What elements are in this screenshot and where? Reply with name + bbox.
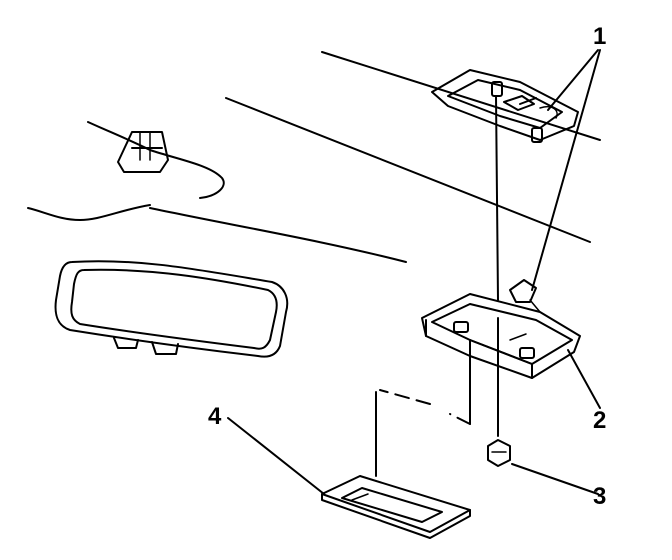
callout-1: 1: [593, 23, 606, 50]
console-bracket: [421, 293, 581, 379]
headliner-lines: [27, 51, 601, 263]
lamp-lens: [321, 475, 471, 539]
leader-lines: [227, 49, 601, 495]
roof-bezel: [431, 69, 579, 143]
callout-3: 3: [593, 483, 606, 510]
retaining-nut: [487, 439, 511, 467]
callout-2: 2: [593, 407, 606, 434]
sunvisor-mount: [87, 121, 225, 199]
rearview-mirror: [54, 260, 289, 358]
mounting-stud-line: [495, 95, 499, 437]
wiring-connector: [509, 279, 541, 313]
alignment-line: [375, 339, 471, 477]
callout-4: 4: [208, 403, 222, 430]
